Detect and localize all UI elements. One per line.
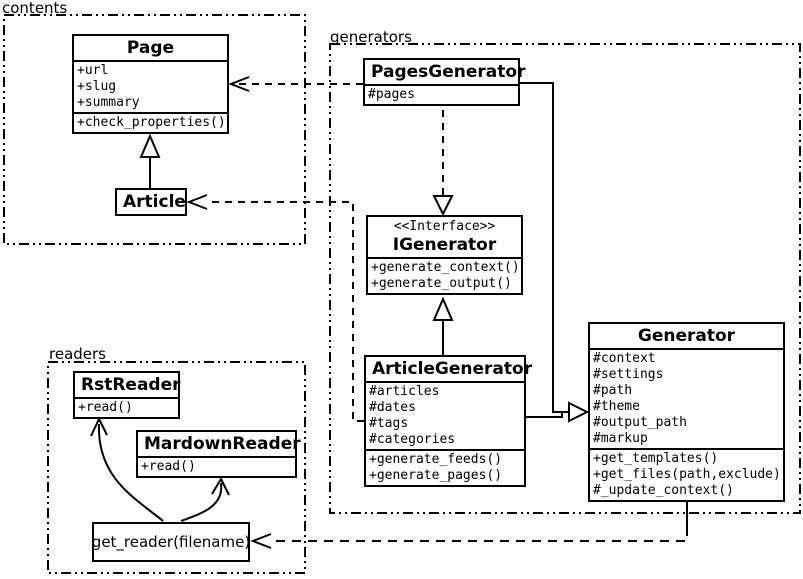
open-arrowhead-getreader	[250, 533, 272, 549]
open-arrowhead-mardownreader	[211, 476, 230, 496]
package-frame-generators	[329, 43, 801, 514]
class-box-pagesgenerator: PagesGenerator #pages	[363, 58, 526, 106]
class-title-page: Page	[126, 38, 175, 58]
class-methods-mardownreader: +read()	[138, 456, 295, 476]
class-title-article: Article	[123, 192, 186, 212]
method-row: +get_templates()	[593, 451, 719, 466]
class-attributes-page: +url +slug +summary	[74, 60, 227, 112]
open-arrowhead-rstreader	[90, 416, 108, 437]
class-methods-articlegenerator: +generate_feeds() +generate_pages()	[366, 449, 524, 485]
package-label-contents: contents	[2, 0, 68, 17]
open-arrowhead-page	[228, 76, 250, 92]
package-label-generators: generators	[330, 28, 412, 46]
attribute-row: #dates	[369, 400, 416, 415]
class-box-articlegenerator: ArticleGenerator #articles #dates #tags …	[364, 355, 533, 487]
class-attributes-generator: #context #settings #path #theme #output_…	[590, 348, 783, 448]
attribute-row: #output_path	[593, 415, 687, 430]
method-row: +read()	[78, 400, 133, 415]
class-methods-rstreader: +read()	[75, 397, 178, 417]
method-row: #_update_context()	[593, 483, 734, 498]
attribute-row: #theme	[593, 399, 640, 414]
class-title-rstreader: RstReader	[81, 375, 181, 395]
class-box-page: Page +url +slug +summary +check_properti…	[72, 34, 229, 134]
package-label-readers: readers	[49, 345, 106, 363]
method-row: +generate_context()	[371, 260, 520, 275]
open-arrowhead-article	[186, 194, 208, 210]
attribute-row: #categories	[369, 432, 456, 447]
generalization-arrowhead-generator	[568, 401, 590, 423]
edge-getreader-to-rstreader	[97, 423, 164, 522]
attribute-row: #tags	[369, 416, 409, 431]
class-box-igenerator: <<Interface>> IGenerator +generate_conte…	[366, 215, 523, 295]
attribute-row: #pages	[368, 87, 415, 102]
method-row: +check_properties()	[77, 115, 226, 130]
class-title-igenerator: IGenerator	[392, 235, 497, 255]
class-attributes-pagesgenerator: #pages	[365, 84, 518, 104]
class-title-generator: Generator	[637, 326, 736, 346]
attribute-row: +slug	[77, 79, 117, 94]
edge-articlegenerator-to-article	[209, 201, 364, 422]
method-row: +generate_feeds()	[369, 452, 503, 467]
method-row: +read()	[141, 459, 196, 474]
package-frame-contents	[3, 14, 306, 245]
attribute-row: +summary	[77, 95, 140, 110]
edge-getreader-to-mardownreader	[180, 482, 223, 522]
class-box-rstreader: RstReader +read()	[73, 371, 181, 419]
attribute-row: #context	[593, 351, 656, 366]
class-stereotype-igenerator: <<Interface>>	[393, 219, 496, 234]
method-row: +generate_pages()	[369, 468, 503, 483]
class-title-articlegenerator: ArticleGenerator	[372, 359, 533, 379]
generalization-arrowhead-page	[139, 133, 161, 158]
class-box-mardownreader: MardownReader +read()	[136, 430, 301, 478]
method-row: +get_files(path,exclude)	[593, 467, 781, 482]
class-attributes-articlegenerator: #articles #dates #tags #categories	[366, 381, 524, 449]
attribute-row: #path	[593, 383, 633, 398]
class-title-mardownreader: MardownReader	[144, 434, 301, 454]
attribute-row: #settings	[593, 367, 664, 382]
realization-arrowhead-igenerator	[432, 195, 454, 217]
class-box-generator: Generator #context #settings #path #them…	[588, 322, 785, 502]
attribute-row: +url	[77, 63, 109, 78]
attribute-row: #articles	[369, 384, 440, 399]
edge-generator-to-getreader	[271, 527, 688, 542]
edge-articlegenerator-to-generator	[526, 413, 563, 418]
class-methods-page: +check_properties()	[74, 112, 227, 132]
generalization-arrowhead-igenerator	[432, 296, 454, 321]
edge-pagesgenerator-to-generator	[520, 82, 568, 413]
class-box-article: Article	[115, 188, 187, 216]
attribute-row: #markup	[593, 431, 648, 446]
class-methods-igenerator: +generate_context() +generate_output()	[368, 257, 521, 293]
class-methods-generator: +get_templates() +get_files(path,exclude…	[590, 448, 783, 500]
node-get-reader: get_reader(filename)	[92, 522, 250, 562]
class-title-pagesgenerator: PagesGenerator	[371, 62, 526, 82]
method-row: +generate_output()	[371, 276, 512, 291]
